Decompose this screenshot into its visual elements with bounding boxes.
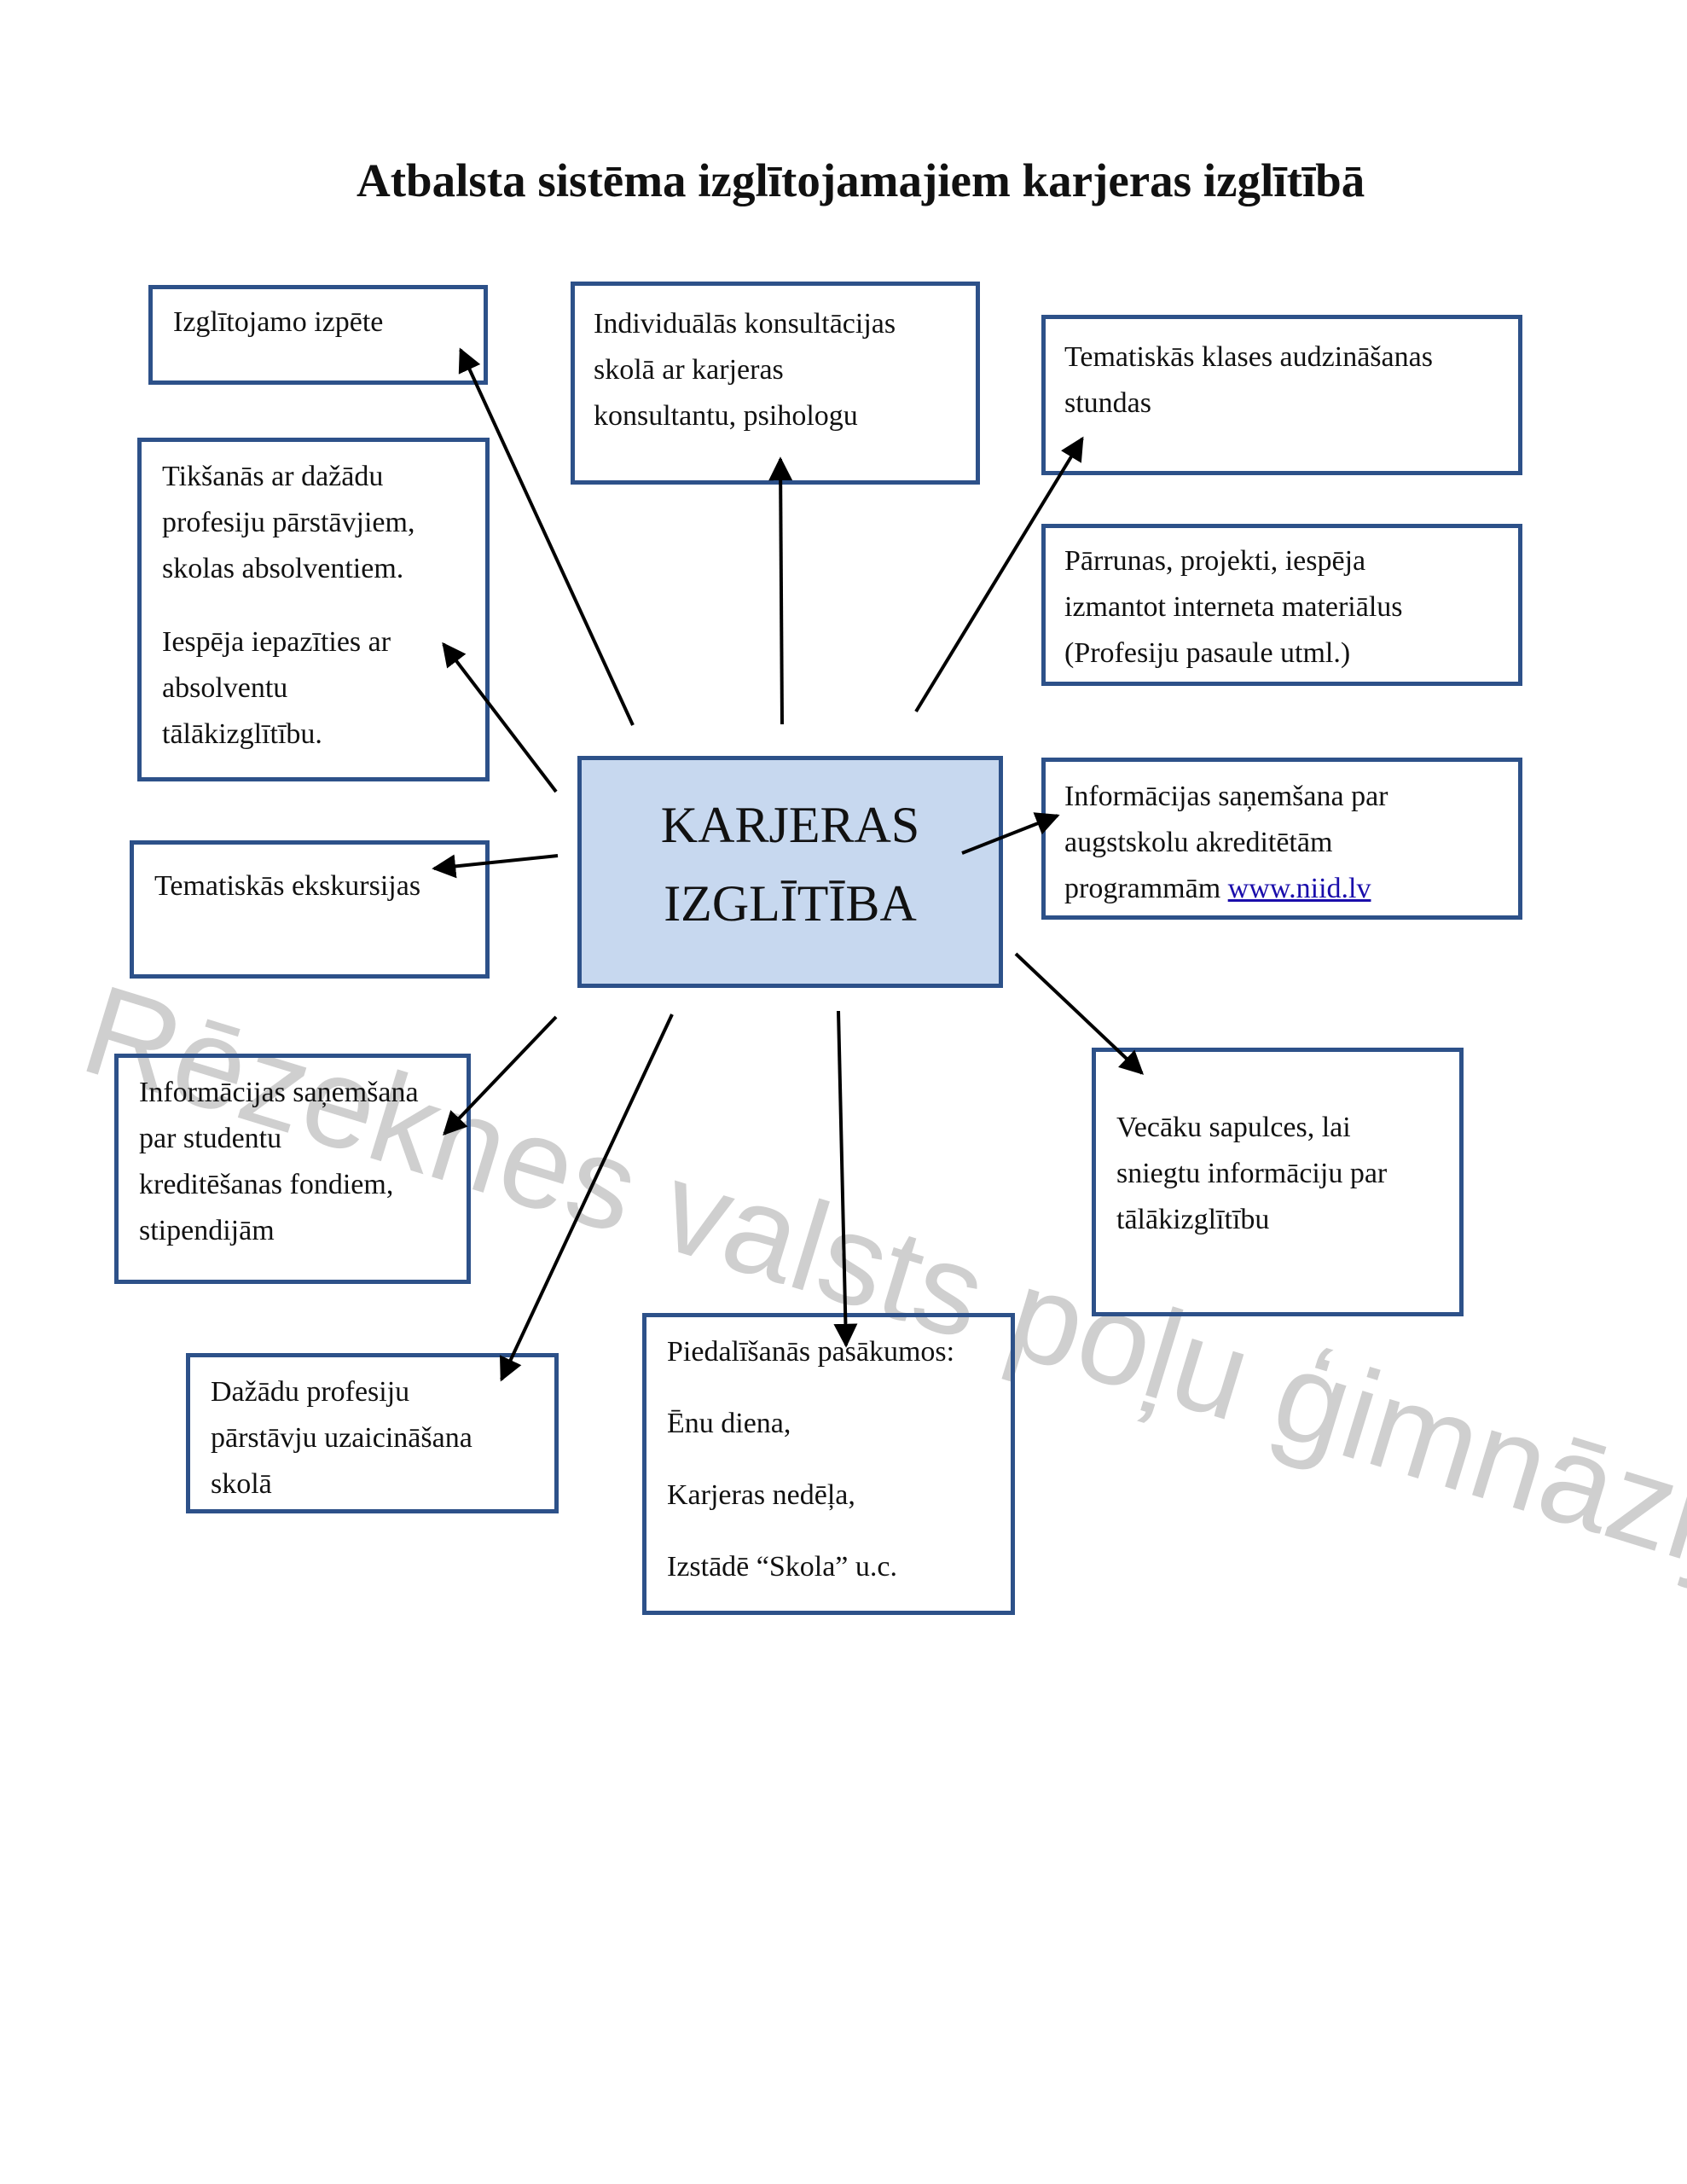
box-vecaku: Vecāku sapulces, lai sniegtu informāciju… (1092, 1048, 1464, 1316)
box-pasakumi: Piedalīšanās pasākumos: Ēnu diena, Karje… (642, 1313, 1015, 1615)
box-pasakumi-line-3: Karjeras nedēļa, (667, 1479, 855, 1511)
box-tiksanas-line-2: profesiju pārstāvjiem, (162, 507, 415, 538)
box-kreditesana-line-4: stipendijām (139, 1215, 275, 1246)
arrow-to-tiksanas (442, 642, 558, 793)
box-tematiskas-stundas-line-1: Tematiskās klases audzināšanas (1064, 341, 1433, 373)
box-konsultacijas-line-3: konsultantu, psihologu (594, 400, 858, 432)
arrow-to-augstskolas (961, 812, 1060, 855)
center-box: KARJERAS IZGLĪTĪBA (577, 756, 1003, 988)
center-line-1: KARJERAS (660, 797, 920, 853)
box-ekskursijas-text: Tematiskās ekskursijas (154, 870, 421, 902)
box-vecaku-line-1: Vecāku sapulces, lai (1116, 1112, 1351, 1143)
box-augstskolas-line-3: programmām (1064, 873, 1221, 904)
arrow-to-profesiju-uzaicinasana (499, 1014, 674, 1382)
box-tiksanas-line-4: Iespēja iepazīties ar (162, 626, 391, 658)
box-profesiju-uzaicinasana-line-1: Dažādu profesiju (211, 1376, 410, 1408)
box-izpete: Izglītojamo izpēte (148, 285, 488, 385)
box-kreditesana-line-1: Informācijas saņemšana (139, 1077, 419, 1108)
box-konsultacijas-line-1: Individuālās konsultācijas (594, 308, 896, 340)
niid-link[interactable]: www.niid.lv (1227, 873, 1371, 904)
box-parrunas-line-3: (Profesiju pasaule utml.) (1064, 637, 1351, 669)
box-pasakumi-line-4: Izstādē “Skola” u.c. (667, 1551, 897, 1583)
box-vecaku-line-3: tālākizglītību (1116, 1204, 1270, 1235)
box-parrunas-line-2: izmantot interneta materiālus (1064, 591, 1403, 623)
box-kreditesana-line-2: par studentu (139, 1123, 282, 1154)
box-konsultacijas-line-2: skolā ar karjeras (594, 354, 784, 386)
box-profesiju-uzaicinasana-line-3: skolā (211, 1468, 272, 1500)
box-kreditesana-line-3: kreditēšanas fondiem, (139, 1169, 394, 1200)
box-augstskolas-line-2: augstskolu akreditētām (1064, 827, 1333, 858)
box-tematiskas-stundas: Tematiskās klases audzināšanas stundas (1041, 315, 1522, 475)
arrow-to-kreditesana (443, 1015, 558, 1136)
box-konsultacijas: Individuālās konsultācijas skolā ar karj… (571, 282, 980, 485)
arrow-to-izpete (458, 347, 635, 726)
box-tematiskas-stundas-line-2: stundas (1064, 387, 1151, 419)
center-line-2: IZGLĪTĪBA (664, 875, 917, 932)
arrow-to-ekskursijas (432, 854, 559, 879)
box-pasakumi-line-1: Piedalīšanās pasākumos: (667, 1336, 955, 1368)
box-augstskolas: Informācijas saņemšana par augstskolu ak… (1041, 758, 1522, 920)
box-tiksanas-line-5: absolventu (162, 672, 288, 704)
box-profesiju-uzaicinasana-line-2: pārstāvju uzaicināšana (211, 1422, 472, 1454)
box-profesiju-uzaicinasana: Dažādu profesiju pārstāvju uzaicināšana … (186, 1353, 559, 1513)
box-kreditesana: Informācijas saņemšana par studentu kred… (114, 1054, 471, 1284)
box-ekskursijas: Tematiskās ekskursijas (130, 840, 490, 979)
box-tiksanas-line-1: Tikšanās ar dažādu (162, 461, 384, 492)
box-tiksanas-line-3: skolas absolventiem. (162, 553, 404, 584)
arrow-to-tematiskas-stundas (914, 436, 1084, 713)
arrow-to-konsultacijas (768, 456, 793, 725)
box-tiksanas-line-6: tālākizglītību. (162, 718, 322, 750)
box-augstskolas-line-1: Informācijas saņemšana par (1064, 781, 1388, 812)
box-parrunas: Pārrunas, projekti, iespēja izmantot int… (1041, 524, 1522, 686)
box-tiksanas: Tikšanās ar dažādu profesiju pārstāvjiem… (137, 438, 490, 781)
box-izpete-text: Izglītojamo izpēte (173, 306, 384, 338)
page-title: Atbalsta sistēma izglītojamajiem karjera… (357, 154, 1365, 206)
box-vecaku-line-2: sniegtu informāciju par (1116, 1158, 1388, 1189)
box-pasakumi-line-2: Ēnu diena, (667, 1408, 791, 1439)
box-parrunas-line-1: Pārrunas, projekti, iespēja (1064, 545, 1366, 577)
arrow-to-pasakumi (833, 1010, 858, 1348)
arrow-to-vecaku (1014, 952, 1145, 1075)
